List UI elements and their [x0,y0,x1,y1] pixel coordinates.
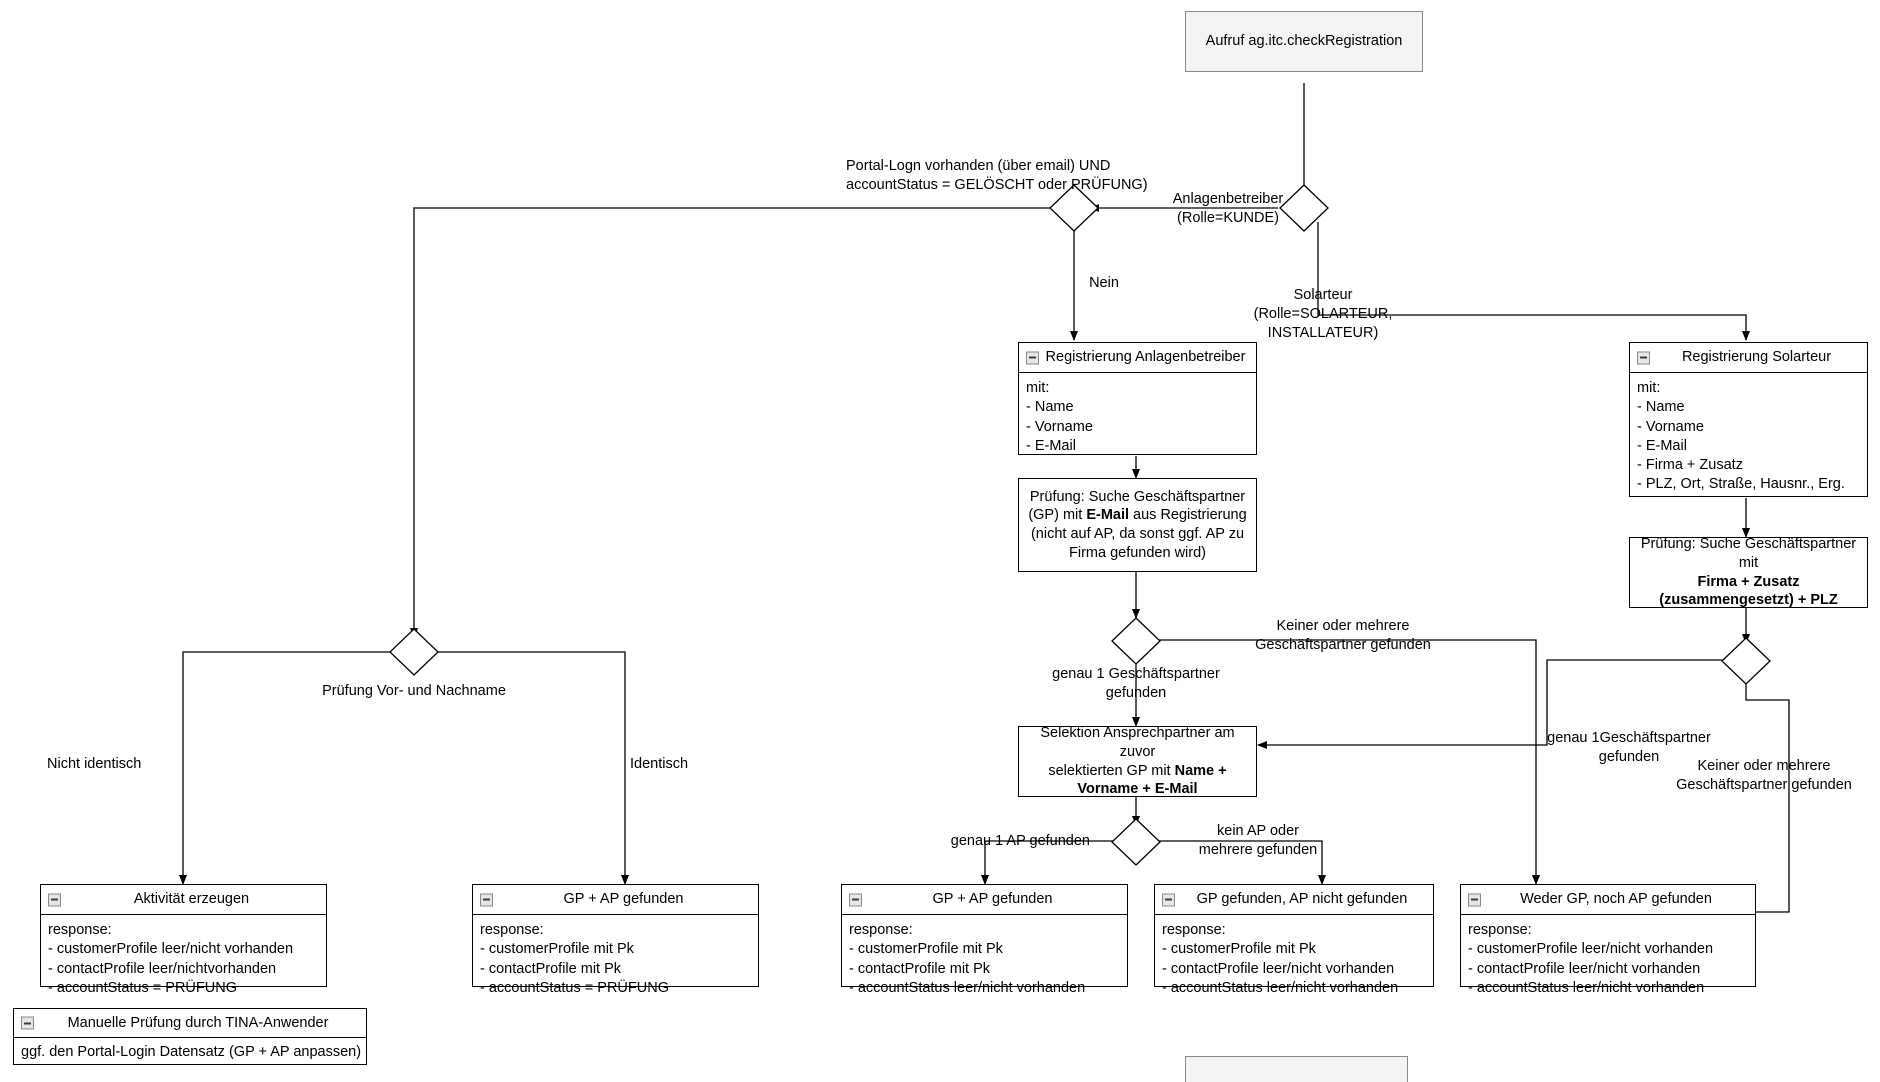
aktivitaet-erzeugen-node[interactable]: Aktivität erzeugen response: - customerP… [40,884,327,996]
pruefung-gp-firma-node[interactable]: Prüfung: Suche Geschäftspartner mit Firm… [1629,536,1868,609]
registrierung-solarteur-node[interactable]: Registrierung Solarteur mit: - Name - Vo… [1629,342,1868,497]
decision-vor-nachname [389,628,439,676]
edge-keiner-mehrere-rechts [1570,683,1790,916]
manuelle-pruefung-body: ggf. den Portal-Login Datensatz (GP + AP… [21,1044,362,1060]
minus-collapse-icon[interactable] [480,893,493,906]
decision-gp-found-mitte [1111,617,1161,665]
gp-gefunden-ap-nicht-body: response: - customerProfile mit Pk - con… [1162,922,1399,996]
edge-label-nicht-identisch: Nicht identisch [47,756,142,772]
minus-collapse-icon[interactable] [1637,351,1650,364]
registrierung-anlagenbetreiber-title-bar: Registrierung Anlagenbetreiber [1019,343,1256,373]
gp-ap-gefunden-pruefung-title: GP + AP gefunden [563,891,684,908]
registrierung-solarteur-title: Registrierung Solarteur [1681,349,1832,366]
pruefung-gp-email-line1: Prüfung: Suche Geschäftspartner [1029,488,1246,505]
edge-label-anlagenbetreiber: Anlagenbetreiber (Rolle=KUNDE) [1172,191,1284,226]
gp-ap-gefunden-leer-title-bar: GP + AP gefunden [842,885,1127,915]
registrierung-solarteur-body: mit: - Name - Vorname - E-Mail - Firma +… [1637,380,1845,493]
manuelle-pruefung-title-bar: Manuelle Prüfung durch TINA-Anwender [14,1009,366,1038]
aktivitaet-erzeugen-title: Aktivität erzeugen [133,891,250,908]
gp-ap-gefunden-pruefung-node[interactable]: GP + AP gefunden response: - customerPro… [472,884,759,996]
decision-gp-found-solarteur [1721,637,1771,685]
edge-label-nein: Nein [1089,275,1119,291]
gp-ap-gefunden-pruefung-body: response: - customerProfile mit Pk - con… [480,922,669,996]
edge-label-genau-1-ap: genau 1 AP gefunden [950,833,1090,849]
registrierung-anlagenbetreiber-title: Registrierung Anlagenbetreiber [1045,349,1246,366]
edge-label-keiner-mehrere-rechts: Keiner oder mehrere Geschäftspartner gef… [1676,758,1852,793]
minus-collapse-icon[interactable] [1026,351,1039,364]
minus-collapse-icon[interactable] [48,893,61,906]
aktivitaet-erzeugen-title-bar: Aktivität erzeugen [41,885,326,915]
weder-gp-noch-ap-title-bar: Weder GP, noch AP gefunden [1461,885,1755,915]
selektion-ansprechpartner-node[interactable]: Selektion Ansprechpartner am zuvor selek… [1018,725,1257,798]
pruefung-gp-firma-line2: Firma + Zusatz [1697,573,1800,590]
selektion-ap-line2: selektierten GP mit Name + [1048,762,1227,779]
minus-collapse-icon[interactable] [1468,893,1481,906]
edge-label-pruefung-vor-nachname: Prüfung Vor- und Nachname [322,683,506,699]
gp-gefunden-ap-nicht-title: GP gefunden, AP nicht gefunden [1196,891,1408,908]
pruefung-gp-firma-line3: (zusammengesetzt) + PLZ [1659,592,1838,609]
edge-label-keiner-mehrere-mitte: Keiner oder mehrere Geschäftspartner gef… [1255,618,1431,653]
gp-ap-gefunden-leer-body: response: - customerProfile mit Pk - con… [849,922,1086,996]
pruefung-gp-email-node[interactable]: Prüfung: Suche Geschäftspartner (GP) mit… [1018,478,1257,572]
pruefung-gp-email-line2: (GP) mit E-Mail aus Registrierung [1028,507,1247,524]
minus-collapse-icon[interactable] [21,1016,34,1030]
pruefung-gp-email-line3: (nicht auf AP, da sonst ggf. AP zu [1030,526,1245,542]
start-node-label: Aufruf ag.itc.checkRegistration [1205,33,1403,50]
selektion-ap-line1: Selektion Ansprechpartner am zuvor [1040,725,1235,760]
registrierung-anlagenbetreiber-node[interactable]: Registrierung Anlagenbetreiber mit: - Na… [1018,342,1257,455]
registrierung-solarteur-title-bar: Registrierung Solarteur [1630,343,1867,373]
weder-gp-noch-ap-title: Weder GP, noch AP gefunden [1520,891,1712,908]
start-node[interactable]: Aufruf ag.itc.checkRegistration [1185,11,1423,72]
edge-portal-login-yes [410,207,1058,638]
edge-label-portal-login: Portal-Logn vorhanden (über email) UND a… [846,158,1148,193]
weder-gp-noch-ap-node[interactable]: Weder GP, noch AP gefunden response: - c… [1460,884,1756,996]
decision-ap-found [1111,818,1161,866]
gp-ap-gefunden-leer-node[interactable]: GP + AP gefunden response: - customerPro… [841,884,1128,996]
edge-label-solarteur: Solarteur (Rolle=SOLARTEUR, INSTALLATEUR… [1253,287,1393,341]
manuelle-pruefung-node[interactable]: Manuelle Prüfung durch TINA-Anwender ggf… [13,1008,367,1065]
weder-gp-noch-ap-body: response: - customerProfile leer/nicht v… [1468,922,1714,996]
minus-collapse-icon[interactable] [849,893,862,906]
gp-ap-gefunden-leer-title: GP + AP gefunden [932,891,1053,908]
edge-label-genau-1-gp-rechts: genau 1Geschäftspartner gefunden [1547,730,1711,765]
selektion-ap-line3: Vorname + E-Mail [1077,781,1198,798]
gp-gefunden-ap-nicht-title-bar: GP gefunden, AP nicht gefunden [1155,885,1433,915]
edge-label-identisch: Identisch [630,756,689,772]
gp-ap-gefunden-pruefung-title-bar: GP + AP gefunden [473,885,758,915]
gp-gefunden-ap-nicht-node[interactable]: GP gefunden, AP nicht gefunden response:… [1154,884,1434,996]
edge-label-kein-ap-mehrere: kein AP oder mehrere gefunden [1198,823,1318,858]
edge-label-genau-1-gp-mitte: genau 1 Geschäftspartner gefunden [1052,666,1220,701]
pruefung-gp-firma-line1: Prüfung: Suche Geschäftspartner mit [1640,536,1857,571]
minus-collapse-icon[interactable] [1162,893,1175,906]
aktivitaet-erzeugen-body: response: - customerProfile leer/nicht v… [48,922,294,996]
registrierung-anlagenbetreiber-body: mit: - Name - Vorname - E-Mail [1026,380,1093,454]
manuelle-pruefung-title: Manuelle Prüfung durch TINA-Anwender [67,1014,329,1031]
bottom-partial-node[interactable] [1185,1056,1408,1082]
pruefung-gp-email-line4: Firma gefunden wird) [1069,544,1206,561]
